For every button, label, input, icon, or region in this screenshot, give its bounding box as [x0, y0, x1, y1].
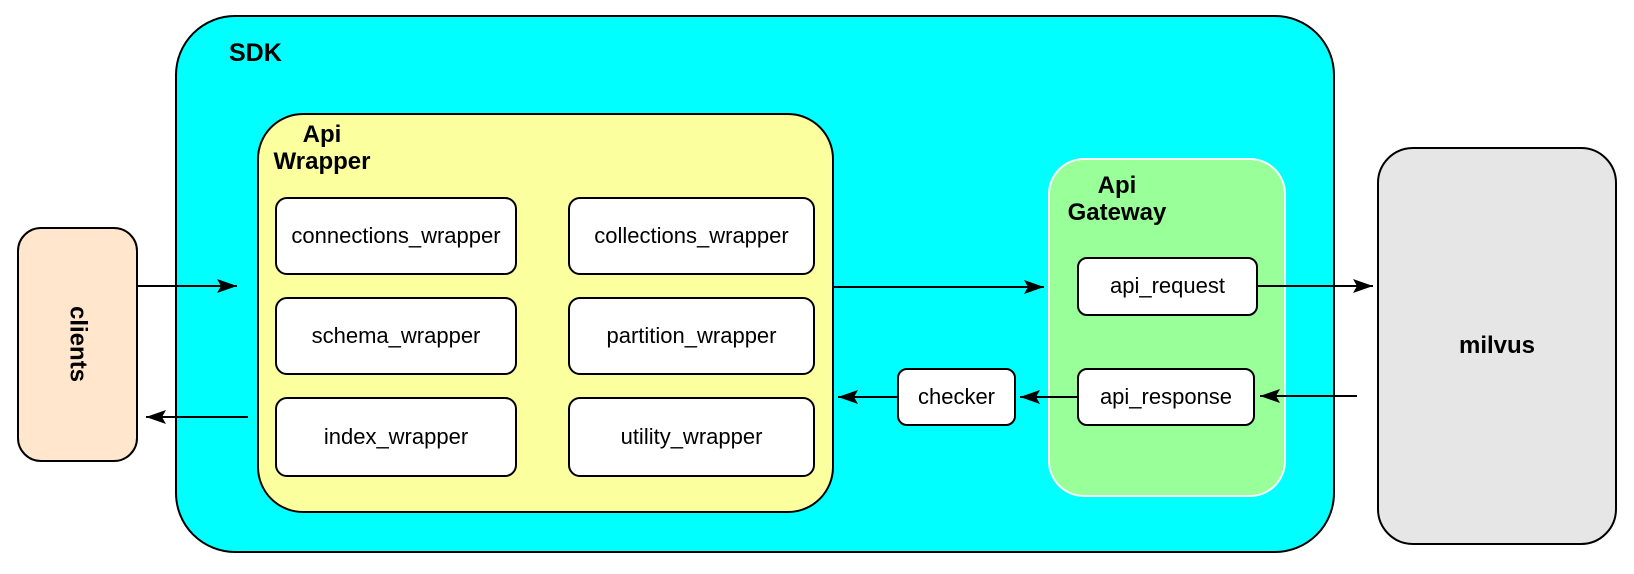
- wrapper-box-index-label: index_wrapper: [323, 423, 469, 449]
- api-wrapper-container: Api Wrapper connections_wrapper schema_w…: [257, 113, 834, 513]
- wrapper-box-partition-label: partition_wrapper: [606, 322, 777, 348]
- clients-label: clients: [64, 306, 92, 383]
- wrapper-box-utility-label: utility_wrapper: [620, 423, 763, 449]
- wrapper-box-collections: collections_wrapper: [568, 197, 815, 275]
- wrapper-box-collections-label: collections_wrapper: [594, 222, 789, 248]
- wrapper-box-partition: partition_wrapper: [568, 297, 815, 375]
- api-request-box: api_request: [1077, 257, 1258, 316]
- wrapper-box-schema: schema_wrapper: [275, 297, 517, 375]
- wrapper-box-utility: utility_wrapper: [568, 397, 815, 477]
- checker-box: checker: [897, 368, 1016, 426]
- api-gateway-label: Api Gateway: [1067, 172, 1167, 226]
- api-response-box: api_response: [1077, 368, 1255, 426]
- wrapper-box-connections: connections_wrapper: [275, 197, 517, 275]
- api-gateway-container: Api Gateway api_request api_response: [1048, 158, 1286, 497]
- api-response-label: api_response: [1099, 383, 1233, 409]
- checker-label: checker: [917, 383, 996, 409]
- api-wrapper-label: Api Wrapper: [273, 121, 371, 175]
- sdk-label: SDK: [229, 39, 282, 67]
- sdk-container: SDK Api Wrapper connections_wrapper sche…: [175, 15, 1335, 553]
- wrapper-box-index: index_wrapper: [275, 397, 517, 477]
- milvus-label: milvus: [1458, 332, 1536, 359]
- clients-box: clients: [17, 227, 138, 462]
- milvus-box: milvus: [1377, 147, 1617, 545]
- wrapper-box-schema-label: schema_wrapper: [311, 322, 481, 348]
- api-request-label: api_request: [1110, 273, 1225, 299]
- wrapper-box-connections-label: connections_wrapper: [291, 222, 501, 248]
